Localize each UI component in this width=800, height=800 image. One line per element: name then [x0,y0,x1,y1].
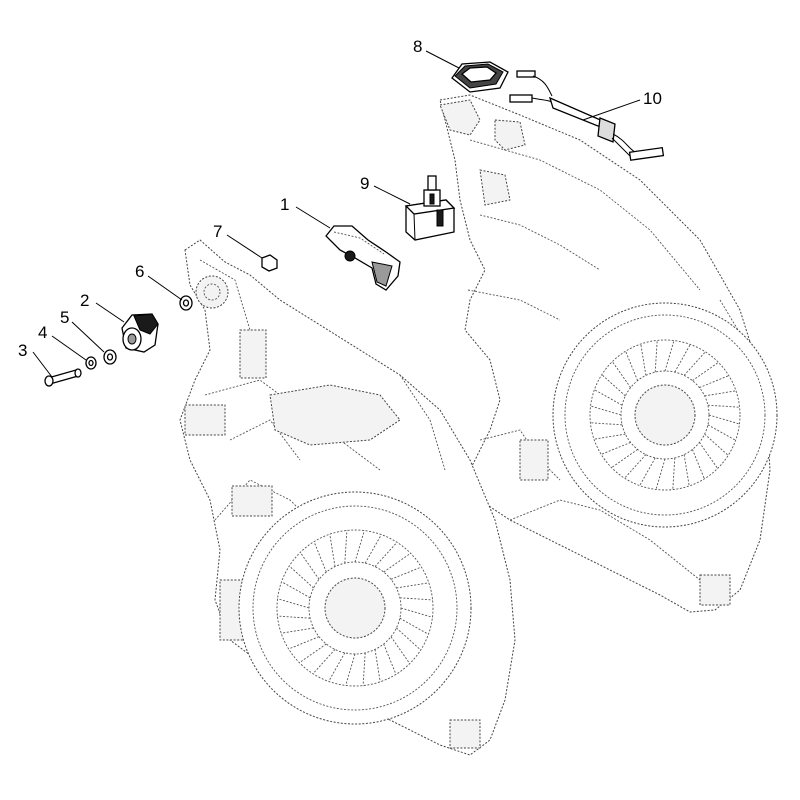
part-1-trigger-lever [325,225,401,291]
callout-8: 8 [413,37,422,56]
callout-2: 2 [80,291,89,310]
callout-1: 1 [280,195,289,214]
callout-9: 9 [360,174,369,193]
part-5-spacer [103,349,117,365]
part-10-wire-harness [509,70,665,161]
part-4-washer [85,356,97,370]
callout-10: 10 [643,89,662,108]
callout-labels: 1 2 3 4 5 6 7 8 9 10 [18,37,662,360]
part-6-washer [179,295,193,311]
part-9-switch [404,175,456,241]
callout-3: 3 [18,341,27,360]
callout-leaders [32,50,641,378]
part-3-screw [44,368,82,387]
rear-housing-half [439,94,778,613]
callout-7: 7 [213,222,222,241]
callout-4: 4 [38,323,47,342]
part-8-cover [451,61,509,93]
callout-6: 6 [135,262,144,281]
callout-5: 5 [60,308,69,327]
front-housing-half [179,239,516,756]
part-2-knob [121,313,159,353]
part-7-nut [261,254,278,272]
